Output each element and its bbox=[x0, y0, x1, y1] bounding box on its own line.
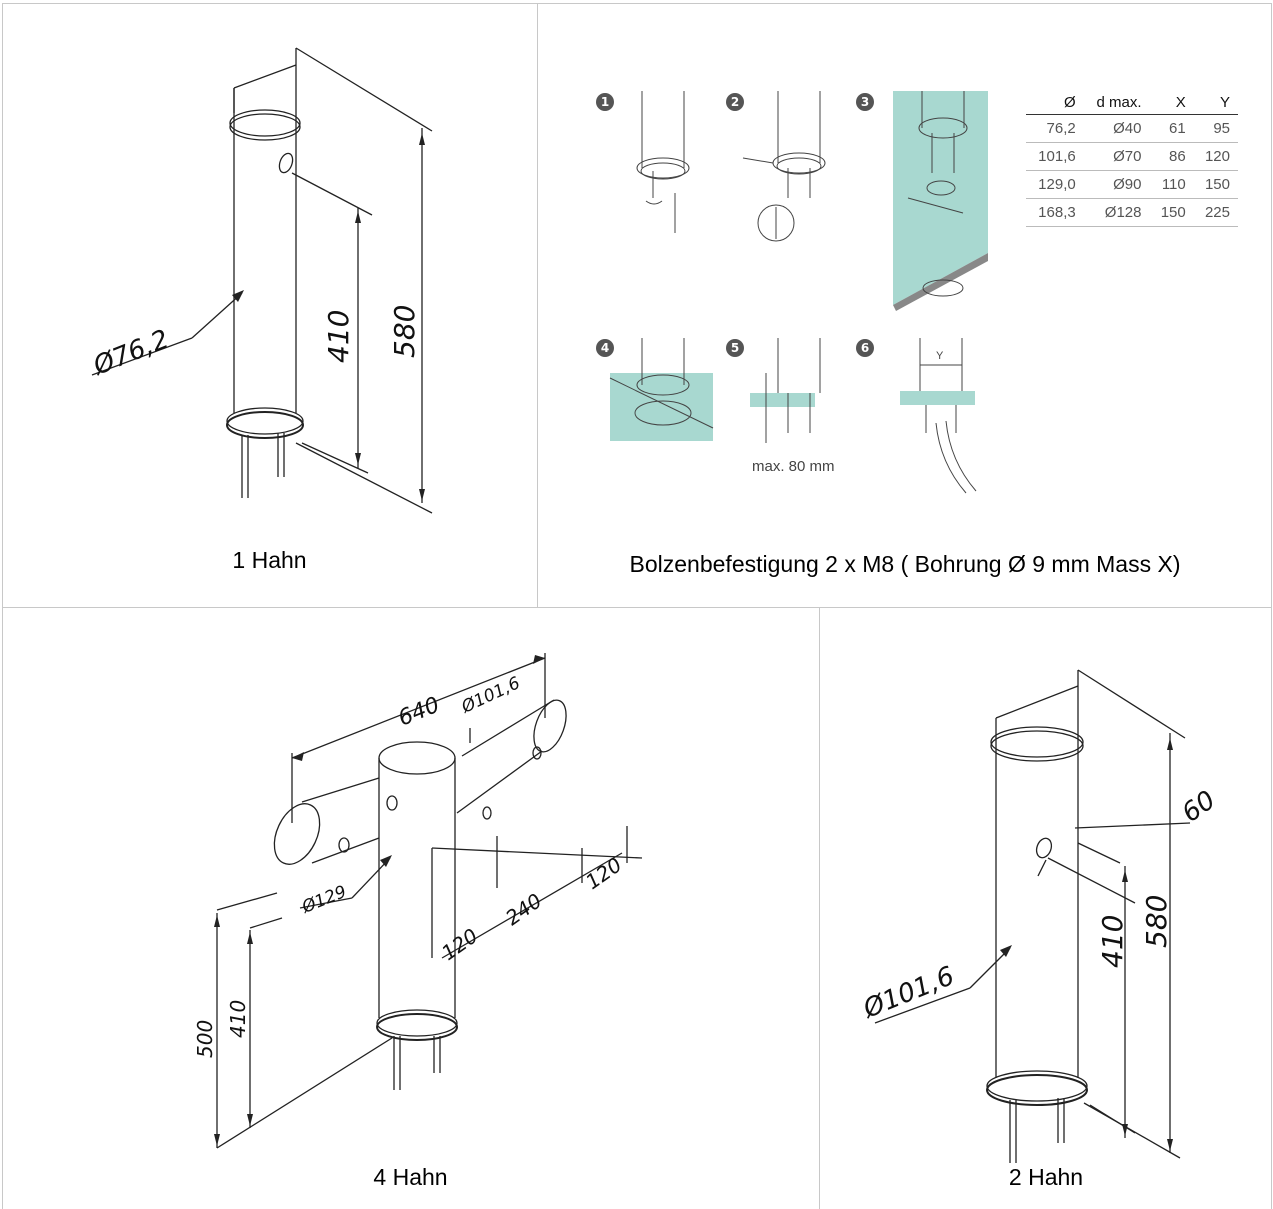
table-cell: 225 bbox=[1193, 198, 1238, 227]
grid-outer bbox=[2, 3, 1272, 1209]
two-tap-height-outer: 580 bbox=[1140, 895, 1173, 948]
table-header-dmax: d max. bbox=[1083, 91, 1150, 115]
table-cell: 110 bbox=[1149, 170, 1194, 199]
four-tap-dim-240: 240 bbox=[501, 889, 546, 931]
step-badge-6: 6 bbox=[856, 339, 874, 357]
two-tap-caption: 2 Hahn bbox=[1008, 1164, 1084, 1190]
four-tap-dim-120-b: 120 bbox=[581, 853, 626, 895]
mounting-spec-table: Ø d max. X Y 76,2 Ø40 61 95 101,6 Ø70 86… bbox=[1026, 91, 1238, 227]
step-badge-3: 3 bbox=[856, 93, 874, 111]
mounting-steps-drawing: max. 80 mm Y bbox=[609, 91, 988, 494]
two-tap-dim-60: 60 bbox=[1177, 785, 1221, 829]
table-cell: Ø128 bbox=[1083, 198, 1150, 227]
cell-two-tap: 60 410 580 Ø101,6 2 Hahn bbox=[820, 608, 1272, 1209]
step-badge-1: 1 bbox=[596, 93, 614, 111]
one-tap-height-outer: 580 bbox=[388, 305, 421, 358]
four-tap-column-diameter: Ø129 bbox=[298, 882, 349, 918]
four-tap-dim-120-a: 120 bbox=[437, 924, 482, 966]
table-cell: Ø90 bbox=[1083, 170, 1150, 199]
table-cell: 101,6 bbox=[1026, 142, 1084, 171]
table-cell: 120 bbox=[1193, 142, 1238, 171]
one-tap-caption: 1 Hahn bbox=[232, 547, 307, 573]
grid-divider-middle bbox=[2, 607, 1272, 608]
cell-one-tap: 410 580 Ø76,2 1 Hahn bbox=[2, 3, 537, 607]
table-cell: 150 bbox=[1149, 198, 1194, 227]
cell-mounting: 1 2 3 4 5 6 bbox=[538, 3, 1272, 607]
step-badge-5: 5 bbox=[726, 339, 744, 357]
grid-divider-top bbox=[537, 3, 538, 607]
table-row: 168,3 Ø128 150 225 bbox=[1026, 198, 1238, 227]
one-tap-diameter: Ø76,2 bbox=[88, 324, 173, 382]
four-tap-height-inner: 410 bbox=[226, 1000, 250, 1038]
table-cell: 150 bbox=[1193, 170, 1238, 199]
table-row: 101,6 Ø70 86 120 bbox=[1026, 142, 1238, 171]
cell-four-tap: 640 Ø101,6 Ø129 120 240 120 500 410 4 Ha… bbox=[2, 608, 819, 1209]
four-tap-width: 640 bbox=[395, 693, 443, 732]
mounting-y-label: Y bbox=[936, 350, 944, 362]
four-tap-drawing: 640 Ø101,6 Ø129 120 240 120 500 410 bbox=[193, 653, 643, 1149]
table-cell: 61 bbox=[1149, 114, 1194, 143]
table-cell: 168,3 bbox=[1026, 198, 1084, 227]
two-tap-drawing: 60 410 580 Ø101,6 bbox=[858, 669, 1221, 1163]
table-cell: 86 bbox=[1149, 142, 1194, 171]
mounting-max-label: max. 80 mm bbox=[752, 458, 835, 475]
table-cell: 95 bbox=[1193, 114, 1238, 143]
table-cell: 129,0 bbox=[1026, 170, 1084, 199]
mounting-caption: Bolzenbefestigung 2 x M8 ( Bohrung Ø 9 m… bbox=[629, 551, 1181, 577]
table-header-diameter: Ø bbox=[1026, 91, 1084, 115]
four-tap-caption: 4 Hahn bbox=[373, 1164, 448, 1190]
two-tap-diameter: Ø101,6 bbox=[858, 961, 958, 1025]
grid-divider-bottom bbox=[819, 607, 820, 1209]
table-cell: Ø40 bbox=[1083, 114, 1150, 143]
table-row: 76,2 Ø40 61 95 bbox=[1026, 114, 1238, 143]
step-badge-4: 4 bbox=[596, 339, 614, 357]
table-row: 129,0 Ø90 110 150 bbox=[1026, 170, 1238, 199]
table-header-row: Ø d max. X Y bbox=[1026, 91, 1238, 115]
table-header-y: Y bbox=[1193, 91, 1238, 115]
table-cell: 76,2 bbox=[1026, 114, 1084, 143]
four-tap-height-outer: 500 bbox=[193, 1020, 217, 1058]
one-tap-drawing: 410 580 Ø76,2 bbox=[88, 47, 433, 514]
step-badge-2: 2 bbox=[726, 93, 744, 111]
two-tap-height-inner: 410 bbox=[1096, 915, 1129, 968]
table-cell: Ø70 bbox=[1083, 142, 1150, 171]
one-tap-height-inner: 410 bbox=[322, 310, 355, 363]
table-header-x: X bbox=[1149, 91, 1194, 115]
